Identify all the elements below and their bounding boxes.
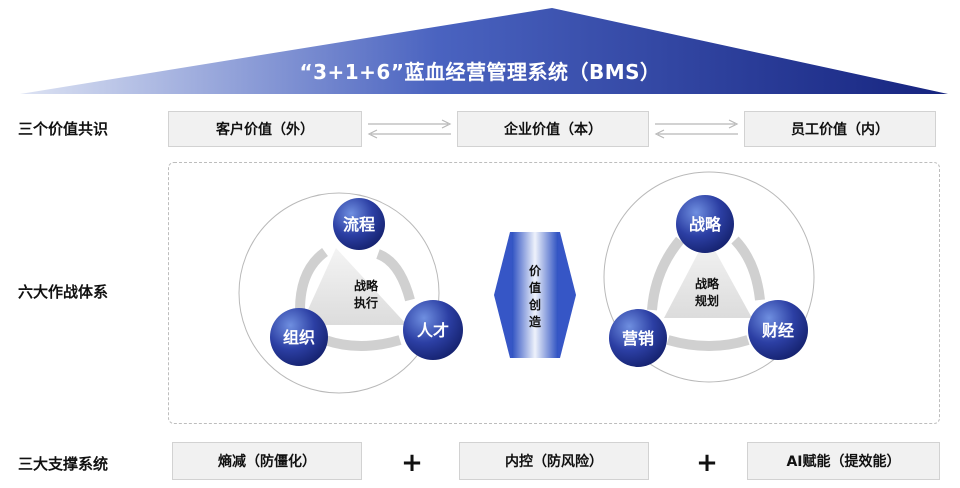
right-node-finance-label: 财经 — [761, 321, 794, 340]
middle-arrow-char-4: 造 — [529, 314, 542, 329]
middle-arrow-char-2: 值 — [529, 280, 541, 295]
left-arrow-1 — [375, 249, 415, 302]
middle-arrow-char-3: 创 — [528, 297, 541, 312]
right-center-line2: 规划 — [695, 293, 719, 308]
right-node-strategy-label: 战略 — [689, 215, 722, 234]
right-node-finance — [748, 300, 808, 360]
middle-arrow-right-head — [553, 232, 576, 358]
roof-banner — [20, 8, 948, 94]
middle-arrow-left-head — [494, 232, 517, 358]
page-title: “3+1+6”蓝血经营管理系统（BMS） — [299, 60, 661, 84]
left-cycle-triangle — [301, 248, 407, 325]
middle-arrow-char-1: 价 — [529, 264, 542, 278]
plus-sign-2: + — [696, 448, 718, 478]
support-box-entropy: 熵减（防僵化） — [172, 442, 362, 480]
left-node-organization-label: 组织 — [283, 328, 315, 347]
right-node-marketing — [609, 309, 667, 367]
value-box-enterprise: 企业价值（本） — [457, 111, 649, 147]
right-node-marketing-label: 营销 — [622, 329, 654, 348]
right-cycle-triangle — [664, 236, 752, 318]
row-label-values: 三个价值共识 — [18, 120, 109, 138]
value-box-customer: 客户价值（外） — [168, 111, 362, 147]
left-node-process — [333, 198, 385, 250]
support-box-control: 内控（防风险） — [459, 442, 649, 480]
right-node-strategy — [676, 195, 734, 253]
plus-sign-1: + — [401, 448, 423, 478]
right-center-line1: 战略 — [695, 276, 720, 291]
left-node-organization — [270, 308, 328, 366]
system-frame — [168, 162, 940, 424]
row-label-system: 六大作战体系 — [18, 283, 109, 301]
row-label-support: 三大支撑系统 — [18, 455, 109, 473]
right-arrow-2 — [666, 335, 750, 351]
left-node-talent-label: 人才 — [417, 321, 449, 340]
left-node-process-label: 流程 — [343, 215, 375, 234]
double-arrow-left — [367, 119, 452, 139]
value-box-employee: 员工价值（内） — [744, 111, 936, 147]
right-arrow-3 — [647, 236, 684, 311]
support-box-ai: AI赋能（提效能） — [747, 442, 940, 480]
left-center-line1: 战略 — [354, 278, 379, 293]
left-center-line2: 执行 — [354, 295, 378, 310]
double-arrow-right — [654, 119, 739, 139]
left-arrow-3 — [295, 247, 329, 311]
left-node-talent — [403, 300, 463, 360]
right-arrow-1 — [731, 236, 765, 301]
left-arrow-2 — [323, 335, 402, 351]
middle-arrow-body — [512, 232, 558, 358]
